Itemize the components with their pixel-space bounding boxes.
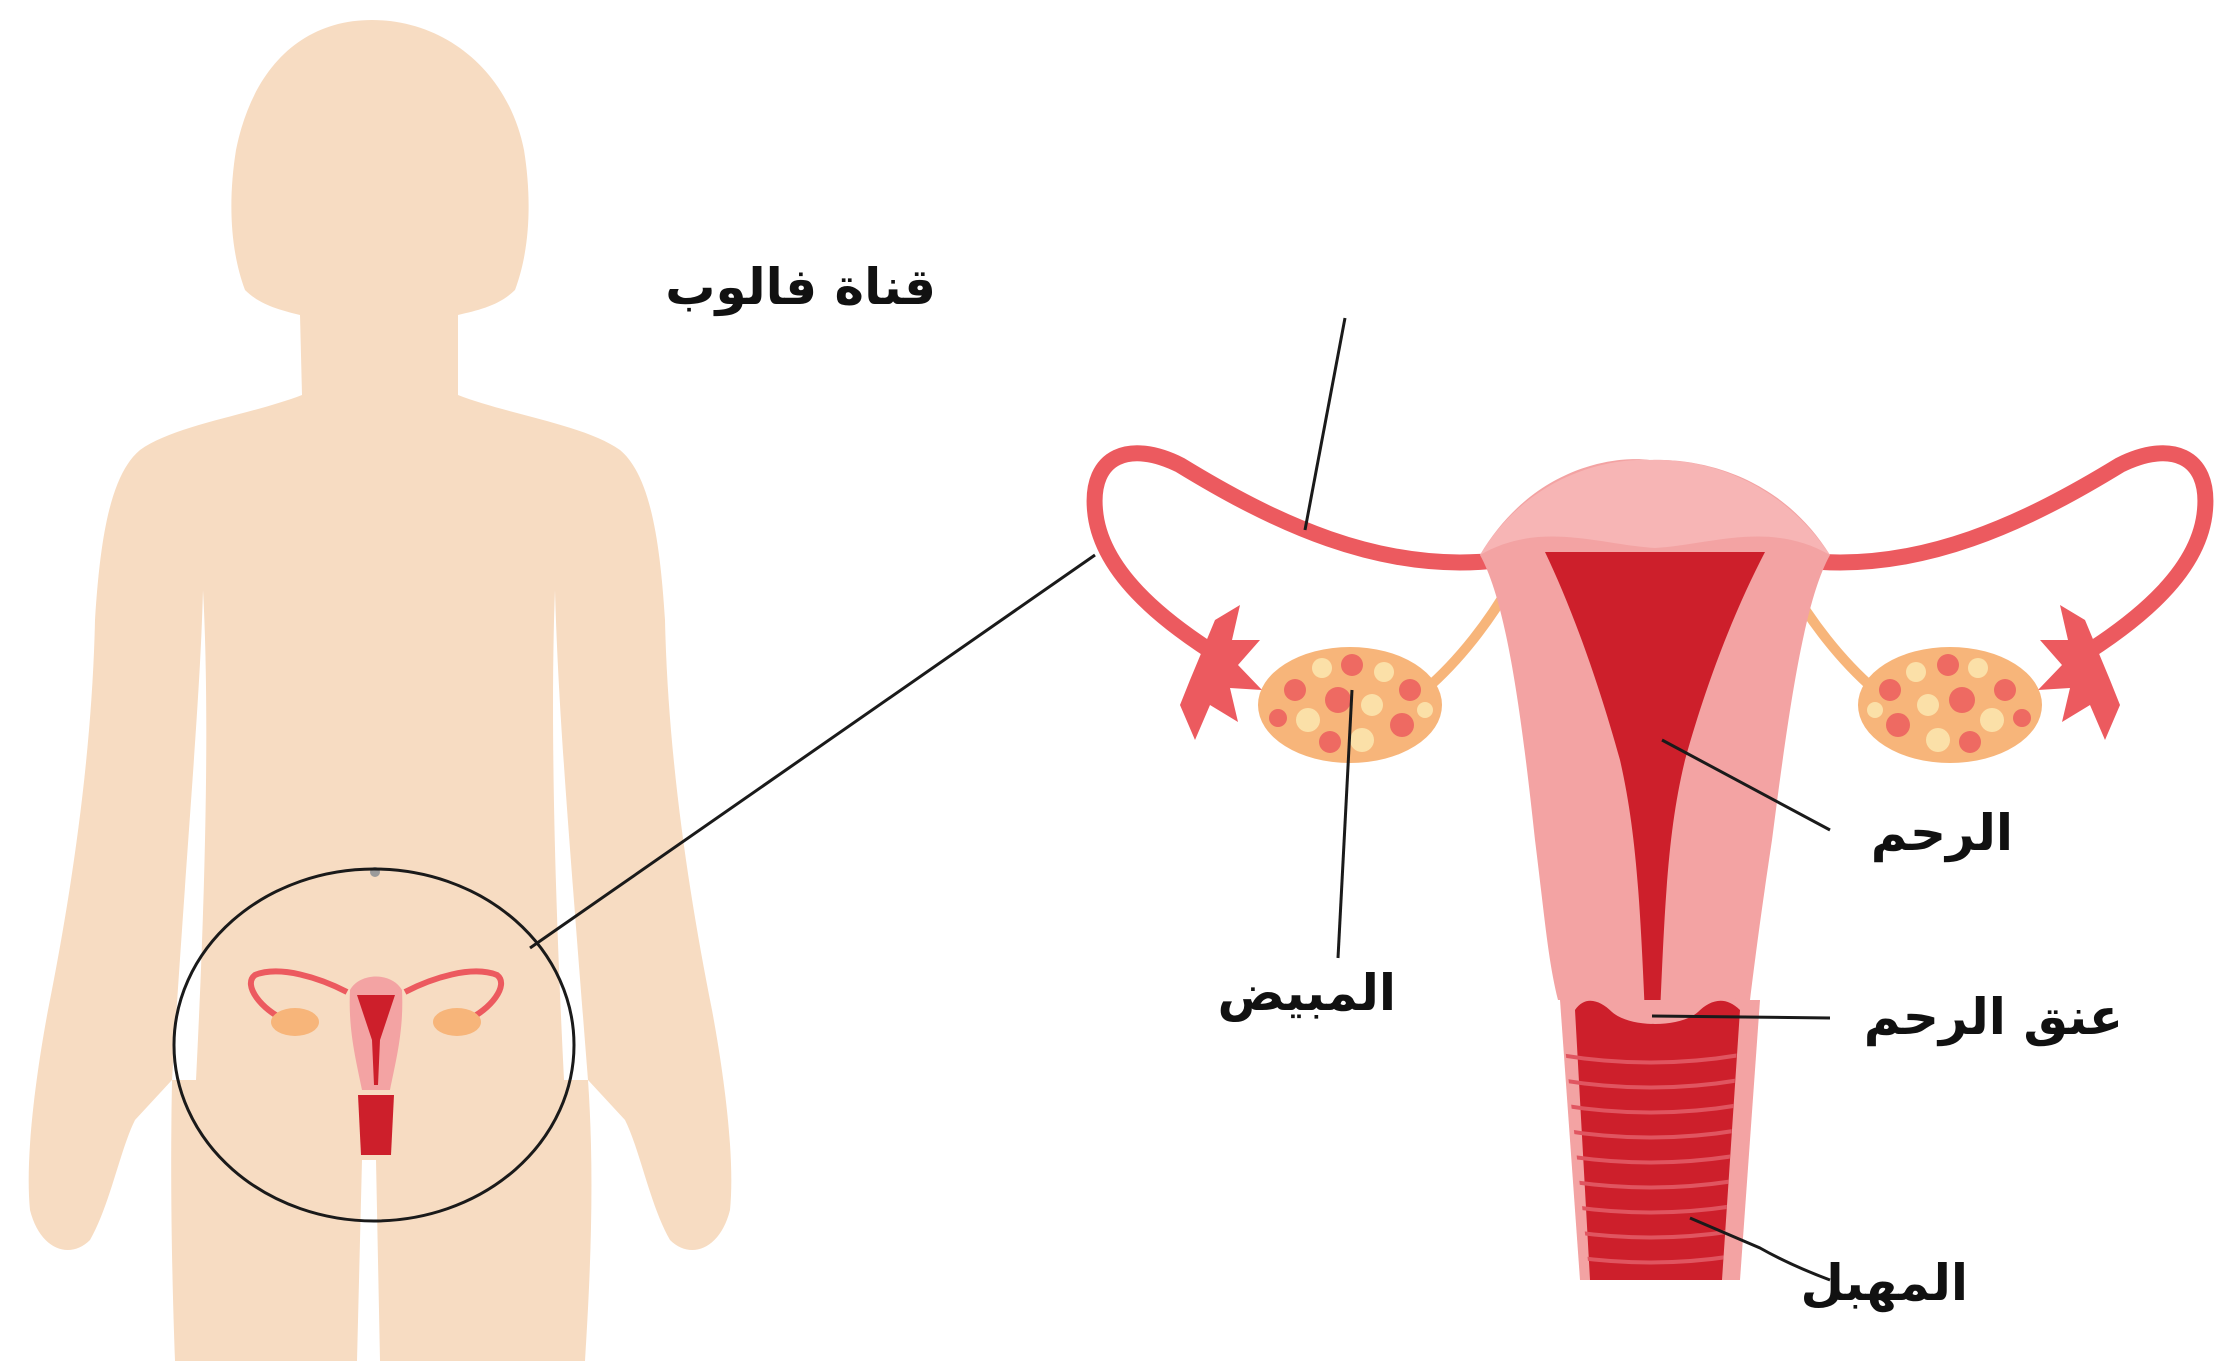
right-fimbriae <box>2038 605 2120 740</box>
left-fallopian-tube <box>1095 453 1500 660</box>
left-ovarian-ligament <box>1425 585 1510 690</box>
leader-fallopian-tube <box>1305 318 1345 530</box>
label-fallopian-tube: قناة فالوب <box>665 262 936 312</box>
label-vagina: المهبل <box>1801 1258 1968 1308</box>
thumb-right-ovary <box>433 1008 481 1036</box>
left-fimbriae <box>1180 605 1262 740</box>
body-silhouette <box>29 20 732 1361</box>
right-fallopian-tube <box>1800 453 2205 660</box>
thumb-vagina <box>358 1095 394 1155</box>
female-body-silhouette <box>29 20 732 1361</box>
leader-cervix <box>1652 1016 1830 1018</box>
organs-detail <box>1095 453 2206 1280</box>
label-ovary: المبيض <box>1218 968 1396 1018</box>
label-cervix: عنق الرحم <box>1864 992 2123 1042</box>
label-uterus: الرحم <box>1871 808 2013 858</box>
thumb-left-ovary <box>271 1008 319 1036</box>
right-ovary <box>1858 647 2042 763</box>
